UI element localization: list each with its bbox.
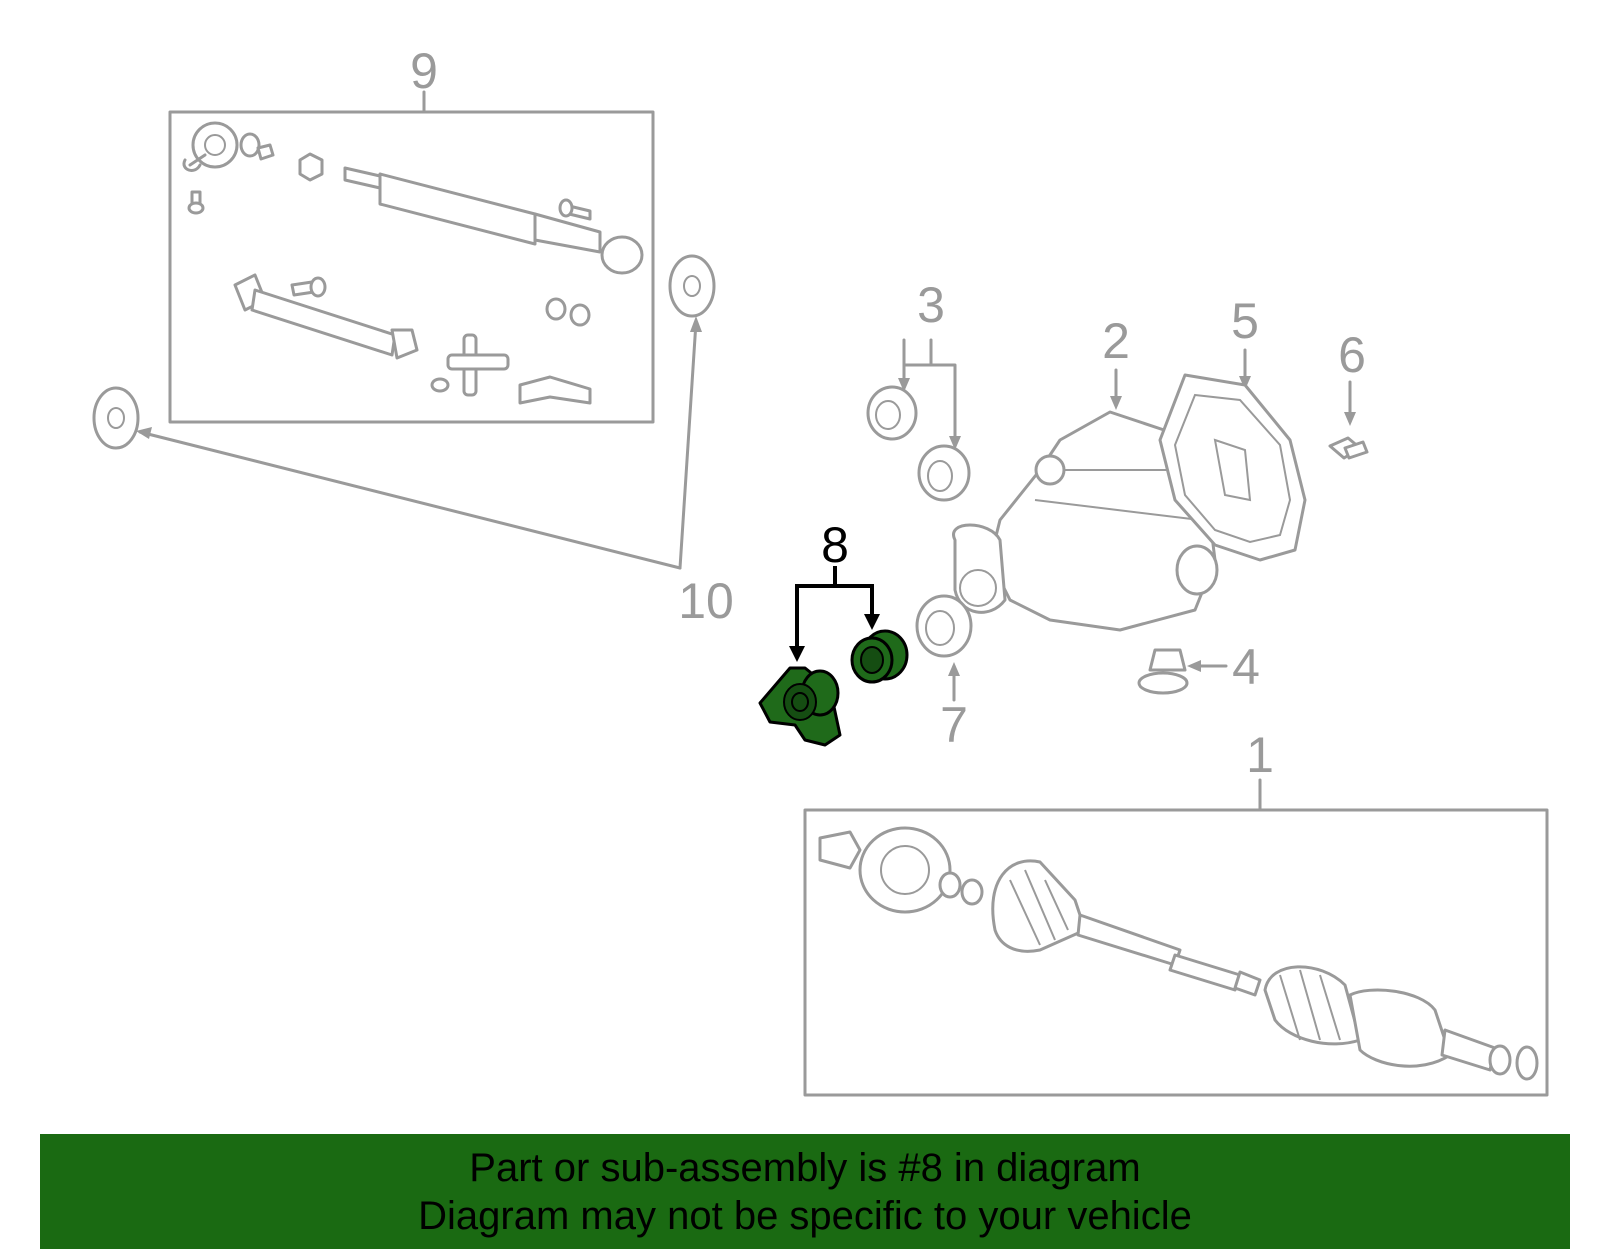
part-8-highlighted[interactable] xyxy=(758,566,909,747)
part-5-carrier-cover[interactable] xyxy=(1158,348,1307,562)
propeller-shaft-icon xyxy=(298,152,644,275)
bushing-icon xyxy=(850,629,909,684)
banner-line-1: Part or sub-assembly is #8 in diagram xyxy=(469,1146,1141,1190)
inner-cv-joint-icon xyxy=(818,826,984,914)
mount-bracket-icon xyxy=(758,666,842,747)
part-3-oil-seals[interactable] xyxy=(866,338,971,502)
part-10-support-bearings[interactable] xyxy=(92,254,716,570)
bearing-disc-right-icon xyxy=(668,254,716,318)
intermediate-shaft-icon xyxy=(233,273,591,360)
callout-9: 9 xyxy=(410,43,438,99)
outer-boot-icon xyxy=(1263,965,1362,1046)
part-1-drive-shaft-group[interactable] xyxy=(803,778,1549,1097)
part-6-bolt[interactable] xyxy=(1328,380,1369,460)
callout-1: 1 xyxy=(1246,727,1274,783)
callout-4: 4 xyxy=(1232,639,1260,695)
callout-8: 8 xyxy=(821,517,849,573)
part-2-differential-carrier[interactable] xyxy=(952,368,1219,632)
part-9-propeller-shaft-group[interactable] xyxy=(168,90,655,424)
info-banner: Part or sub-assembly is #8 in diagram Di… xyxy=(40,1134,1570,1249)
banner-line-2: Diagram may not be specific to your vehi… xyxy=(418,1194,1192,1238)
axle-shaft-icon xyxy=(1076,913,1262,997)
callout-10: 10 xyxy=(678,573,734,629)
universal-joint-icon xyxy=(430,333,592,405)
callout-6: 6 xyxy=(1338,327,1366,383)
part-4-bushing[interactable] xyxy=(1137,648,1228,695)
seal-lower-icon xyxy=(917,444,971,502)
callout-7: 7 xyxy=(940,697,968,753)
callout-5: 5 xyxy=(1231,293,1259,349)
inner-boot-icon xyxy=(991,859,1087,953)
bearing-disc-left-icon xyxy=(92,386,140,450)
seal-upper-icon xyxy=(866,385,918,441)
outer-cv-joint-icon xyxy=(1348,988,1539,1081)
part-7-side-seal[interactable] xyxy=(915,594,973,702)
shaft-flange-icon xyxy=(182,121,275,215)
callout-3: 3 xyxy=(917,277,945,333)
callout-2: 2 xyxy=(1102,313,1130,369)
